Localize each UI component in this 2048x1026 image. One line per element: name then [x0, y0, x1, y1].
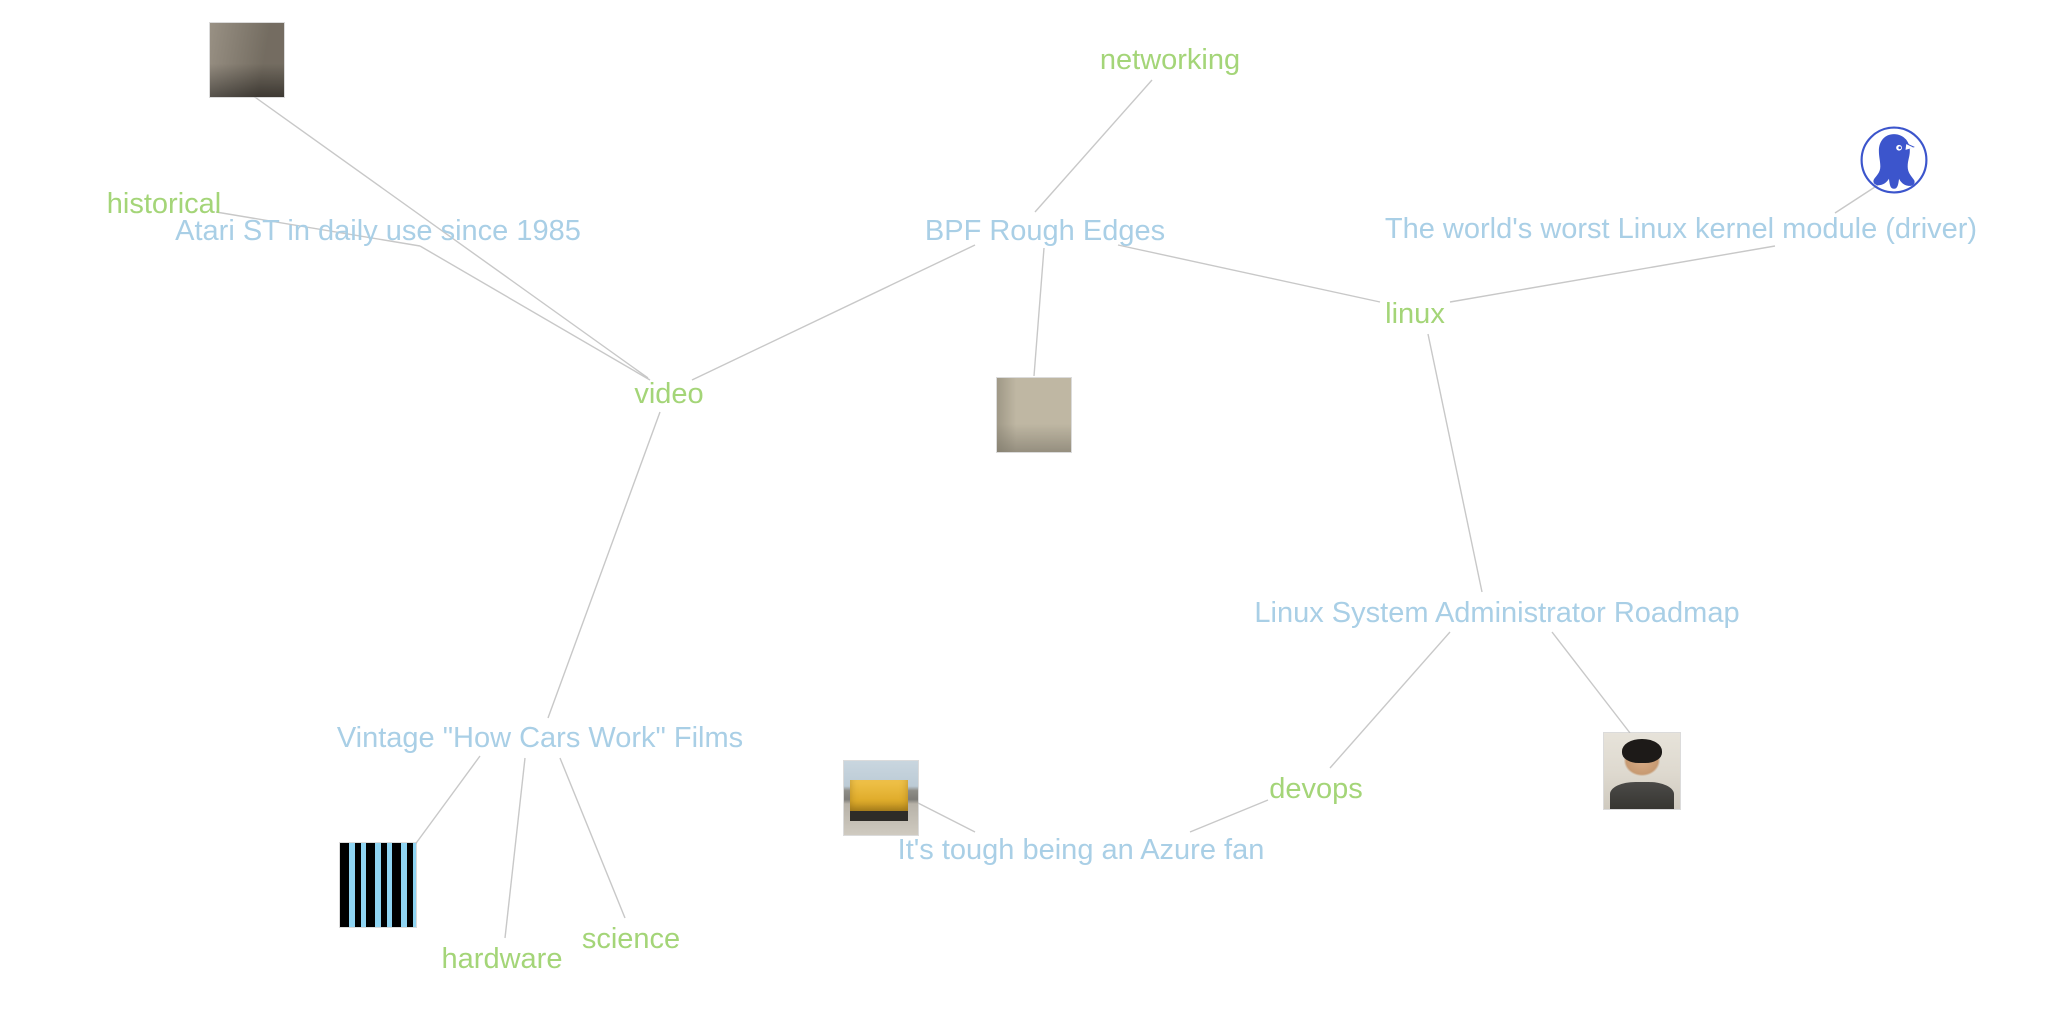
post-node-kernel[interactable]: The world's worst Linux kernel module (d… [1384, 212, 1978, 245]
linux-penguin-logo[interactable] [1858, 124, 1930, 196]
graph-edge [1033, 247, 1045, 377]
gas-mask-photo[interactable] [997, 378, 1071, 452]
graph-edge [1189, 799, 1269, 833]
tag-node-historical[interactable]: historical [106, 187, 222, 220]
graph-edge [1427, 333, 1483, 593]
graph-edge [1034, 79, 1153, 213]
tag-node-hardware[interactable]: hardware [441, 942, 563, 975]
meeting-room-photo[interactable] [210, 23, 284, 97]
tag-node-science[interactable]: science [581, 922, 681, 955]
post-node-azure[interactable]: It's tough being an Azure fan [897, 833, 1265, 866]
graph-edge [547, 411, 661, 719]
graph-edge [917, 802, 976, 833]
tag-node-video[interactable]: video [634, 377, 704, 410]
graph-edge [691, 244, 976, 381]
locomotive-photo[interactable] [844, 761, 918, 835]
gas-mask-photo-art [997, 378, 1071, 452]
barcode-image-art [340, 843, 416, 927]
post-node-cars[interactable]: Vintage "How Cars Work" Films [336, 721, 744, 754]
post-node-bpf[interactable]: BPF Rough Edges [924, 214, 1166, 247]
person-portrait-photo[interactable] [1604, 733, 1680, 809]
barcode-image[interactable] [340, 843, 416, 927]
locomotive-photo-art [844, 761, 918, 835]
graph-edge [1449, 245, 1776, 303]
graph-edge [1551, 631, 1631, 734]
post-node-atari[interactable]: Atari ST in daily use since 1985 [175, 214, 581, 247]
post-node-roadmap[interactable]: Linux System Administrator Roadmap [1254, 596, 1740, 629]
tag-node-linux[interactable]: linux [1385, 297, 1445, 330]
graph-edge [1117, 244, 1381, 303]
meeting-room-photo-art [210, 23, 284, 97]
tag-node-devops[interactable]: devops [1269, 772, 1363, 805]
graph-edge [1329, 631, 1451, 769]
tag-node-networking[interactable]: networking [1099, 43, 1241, 76]
graph-edge [413, 755, 481, 847]
graph-edge [559, 757, 626, 919]
graph-edge [504, 757, 526, 939]
penguin-icon [1860, 126, 1928, 194]
graph-edge [419, 245, 651, 381]
person-portrait-photo-art [1604, 733, 1680, 809]
